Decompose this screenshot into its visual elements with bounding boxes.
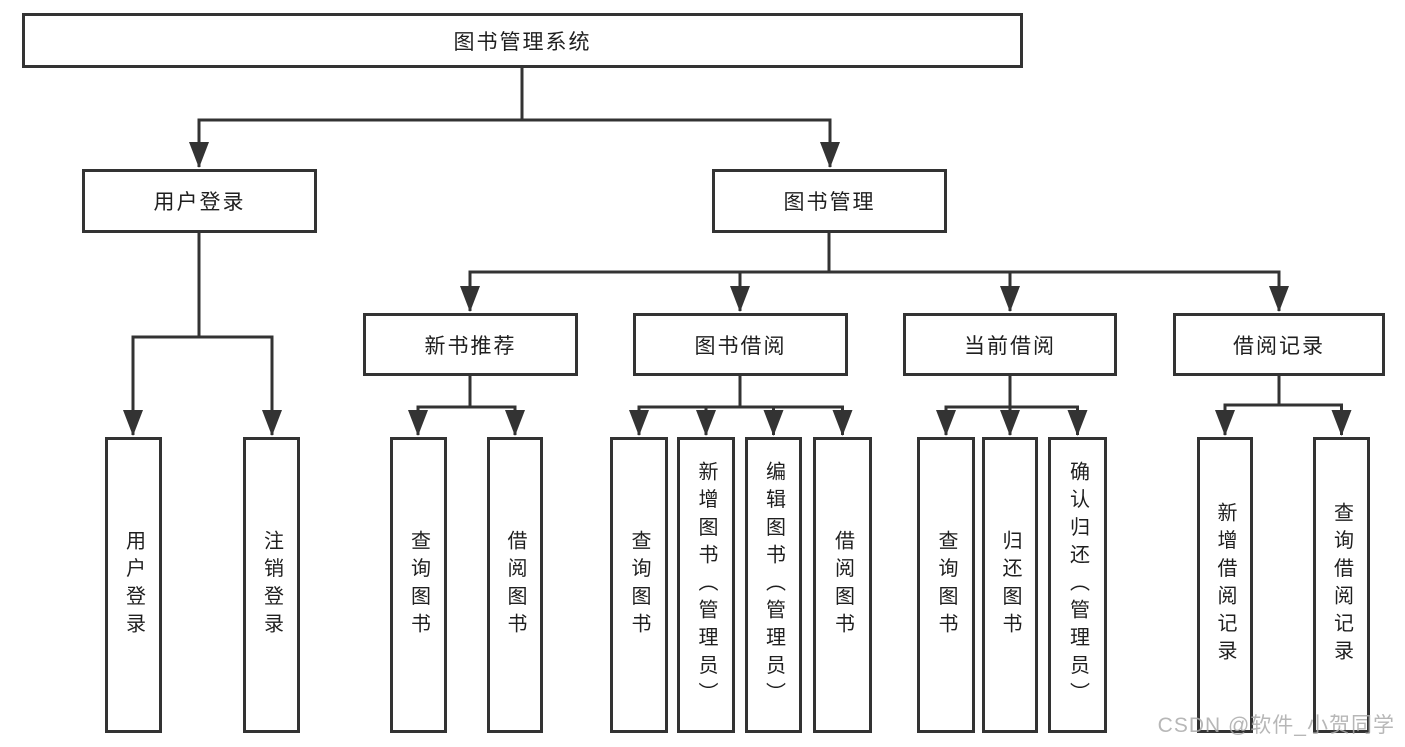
leaf-borrow-books-recommend: 借阅图书 bbox=[487, 437, 543, 733]
node-new-book-recommendation: 新书推荐 bbox=[363, 313, 578, 376]
leaf-confirm-return-admin: 确认归还（管理员） bbox=[1048, 437, 1107, 733]
leaf-label: 借阅图书 bbox=[504, 529, 526, 641]
leaf-add-books-admin: 新增图书（管理员） bbox=[677, 437, 735, 733]
csdn-watermark: CSDN @软件_小贺同学 bbox=[1157, 714, 1395, 737]
node-borrowing-records: 借阅记录 bbox=[1173, 313, 1385, 376]
leaf-label: 新增借阅记录 bbox=[1214, 502, 1236, 668]
leaf-label: 注销登录 bbox=[260, 529, 283, 641]
leaf-user-login: 用户登录 bbox=[105, 437, 162, 733]
leaf-label: 新增图书（管理员） bbox=[695, 460, 717, 710]
leaf-label: 借阅图书 bbox=[831, 529, 854, 641]
leaf-add-borrow-record: 新增借阅记录 bbox=[1197, 437, 1253, 733]
leaf-label: 查询图书 bbox=[407, 529, 430, 641]
node-library-management-system: 图书管理系统 bbox=[22, 13, 1023, 68]
leaf-edit-books-admin: 编辑图书（管理员） bbox=[745, 437, 802, 733]
leaf-return-books: 归还图书 bbox=[982, 437, 1038, 733]
leaf-label: 确认归还（管理员） bbox=[1066, 460, 1089, 710]
leaf-query-books-recommend: 查询图书 bbox=[390, 437, 447, 733]
leaf-label: 归还图书 bbox=[999, 529, 1021, 641]
node-book-borrowing: 图书借阅 bbox=[633, 313, 848, 376]
leaf-label: 编辑图书（管理员） bbox=[762, 460, 785, 710]
leaf-borrow-books: 借阅图书 bbox=[813, 437, 872, 733]
leaf-query-borrow-record: 查询借阅记录 bbox=[1313, 437, 1370, 733]
node-book-management: 图书管理 bbox=[712, 169, 947, 233]
leaf-query-books-borrowing: 查询图书 bbox=[610, 437, 668, 733]
leaf-logout: 注销登录 bbox=[243, 437, 300, 733]
leaf-label: 查询图书 bbox=[935, 529, 957, 641]
node-user-login: 用户登录 bbox=[82, 169, 317, 233]
leaf-label: 查询借阅记录 bbox=[1330, 502, 1353, 668]
leaf-label: 查询图书 bbox=[628, 529, 650, 641]
leaf-query-books-current: 查询图书 bbox=[917, 437, 975, 733]
node-current-borrowing: 当前借阅 bbox=[903, 313, 1117, 376]
leaf-label: 用户登录 bbox=[122, 529, 145, 641]
